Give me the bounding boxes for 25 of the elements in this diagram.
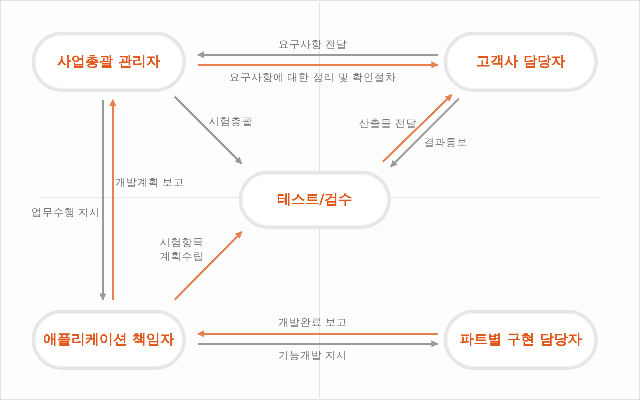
arrow [174,231,243,301]
edge-label: 시험항목 계획수립 [159,236,205,264]
role-label: 테스트/검수 [277,191,353,209]
arrow [198,340,439,348]
edge-label: 요구사항 전달 [278,38,348,52]
arrow [100,100,106,301]
role-label: 사업총괄 관리자 [58,53,160,71]
arrow [110,99,116,300]
arrow [382,94,453,163]
arrow [174,96,243,165]
role-label: 고객사 담당자 [476,53,566,71]
edge-label: 기능개발 지시 [278,348,348,364]
edge-label: 개발완료 보고 [278,316,348,330]
edge-label: 개발계획 보고 [115,176,185,190]
role-label: 애플리케이션 책임자 [44,331,174,349]
edge-label: 결과통보 [424,136,468,150]
role-label: 파트별 구현 담당자 [460,331,582,349]
edge-label: 시험총괄 [209,114,253,130]
edge-label: 업무수행 지시 [31,206,101,220]
edge-label: 산출물 전달 [358,116,418,132]
edge-label: 요구사항에 대한 정리 및 확인절차 [229,70,397,86]
arrow [197,330,438,338]
arrow [198,62,439,68]
arrow [390,98,460,168]
arrow [197,52,438,58]
